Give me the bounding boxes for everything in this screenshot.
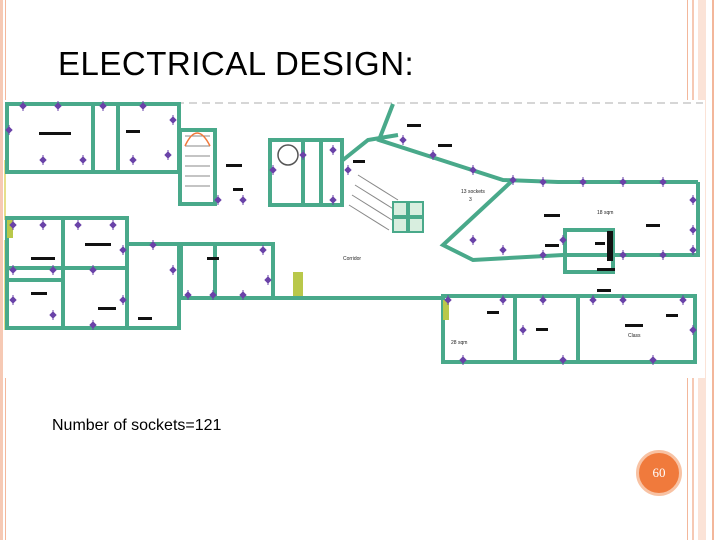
socket-icon	[619, 250, 627, 260]
socket-icon	[469, 235, 477, 245]
socket-icon	[469, 165, 477, 175]
page-number-badge: 60	[636, 450, 682, 496]
socket-icon	[679, 295, 687, 305]
socket-icon	[689, 195, 697, 205]
right-decor-line-3	[712, 0, 714, 540]
socket-icon	[49, 265, 57, 275]
socket-icon	[619, 295, 627, 305]
socket-icon	[539, 295, 547, 305]
socket-icon	[689, 245, 697, 255]
socket-icon	[539, 177, 547, 187]
socket-icon	[119, 245, 127, 255]
socket-icon	[49, 310, 57, 320]
socket-icon	[459, 355, 467, 365]
socket-icon	[169, 115, 177, 125]
socket-icon	[74, 220, 82, 230]
plan-label-corridor: Corridor	[343, 256, 361, 262]
socket-icon	[39, 220, 47, 230]
socket-icon	[89, 320, 97, 330]
socket-icon	[89, 265, 97, 275]
socket-icon	[579, 177, 587, 187]
socket-icon	[344, 165, 352, 175]
plan-label-area-2: 28 sqm	[451, 340, 467, 346]
socket-icon	[139, 101, 147, 111]
plan-label-area-1: 18 sqm	[597, 210, 613, 216]
socket-icon	[264, 275, 272, 285]
socket-icon	[399, 135, 407, 145]
left-decor-bar	[0, 0, 3, 540]
socket-icon	[329, 195, 337, 205]
socket-icon	[129, 155, 137, 165]
socket-icon	[54, 101, 62, 111]
socket-icon	[659, 177, 667, 187]
socket-icon	[169, 265, 177, 275]
socket-icon	[589, 295, 597, 305]
socket-icon	[429, 150, 437, 160]
socket-icon	[509, 175, 517, 185]
socket-icon	[99, 101, 107, 111]
slide-title: ELECTRICAL DESIGN:	[58, 45, 415, 82]
socket-icon	[444, 295, 452, 305]
page-number: 60	[652, 465, 666, 480]
socket-icon	[269, 165, 277, 175]
socket-icon	[689, 225, 697, 235]
socket-icon	[539, 250, 547, 260]
socket-icon	[499, 245, 507, 255]
plan-label-sockets: 13 sockets	[461, 189, 485, 195]
socket-icon	[119, 295, 127, 305]
socket-icon	[519, 325, 527, 335]
socket-icon	[39, 155, 47, 165]
socket-count-caption: Number of sockets=121	[52, 417, 222, 434]
socket-icon	[689, 325, 697, 335]
socket-icon	[649, 355, 657, 365]
socket-icon	[559, 235, 567, 245]
socket-icon	[239, 290, 247, 300]
socket-icon	[149, 240, 157, 250]
socket-icon	[9, 220, 17, 230]
socket-icon	[9, 295, 17, 305]
plan-label-class: Class	[628, 333, 641, 339]
socket-icon	[499, 295, 507, 305]
socket-icon	[259, 245, 267, 255]
socket-icon	[5, 125, 13, 135]
socket-icon	[559, 355, 567, 365]
socket-icon	[209, 290, 217, 300]
socket-icon	[329, 145, 337, 155]
socket-markers	[5, 101, 697, 365]
socket-icon	[9, 265, 17, 275]
floor-plan-image: 13 sockets 3 18 sqm Corridor 28 sqm Clas…	[3, 100, 705, 378]
socket-icon	[619, 177, 627, 187]
socket-icon	[164, 150, 172, 160]
socket-icon	[79, 155, 87, 165]
socket-icon	[299, 150, 307, 160]
socket-icon	[214, 195, 222, 205]
socket-icon	[659, 250, 667, 260]
socket-icon	[19, 101, 27, 111]
socket-icon	[239, 195, 247, 205]
socket-icon	[109, 220, 117, 230]
floor-plan-drawing: 13 sockets 3 18 sqm Corridor 28 sqm Clas…	[4, 101, 703, 365]
plan-label-count: 3	[469, 197, 472, 203]
socket-icon	[184, 290, 192, 300]
